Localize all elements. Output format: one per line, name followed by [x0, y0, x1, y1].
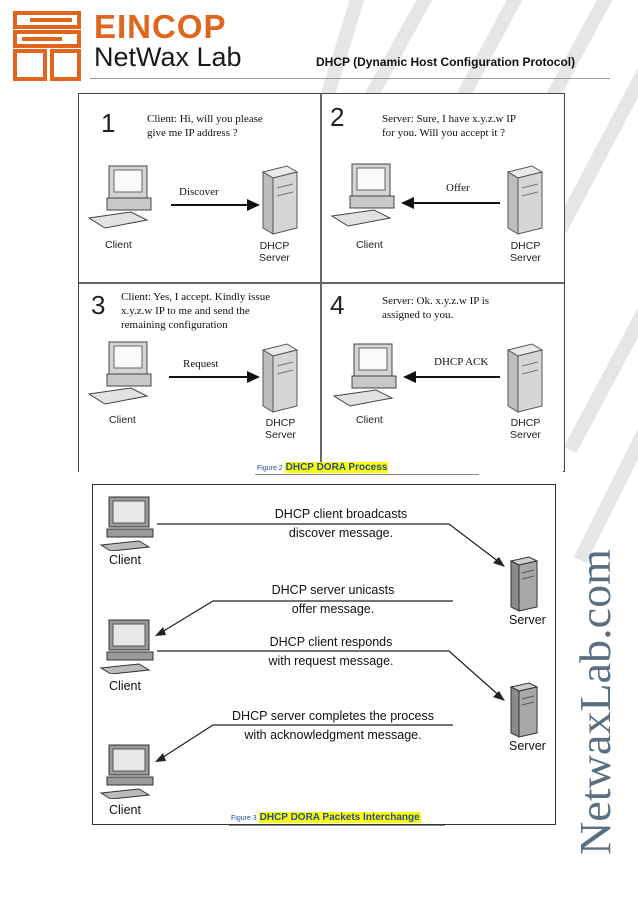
- message-discover: DHCP client broadcasts discover message.: [231, 505, 451, 543]
- client-computer-icon: [99, 496, 154, 551]
- caption-title: DHCP DORA Packets Interchange: [258, 812, 421, 823]
- client-computer-icon: [330, 163, 395, 227]
- client-computer-icon: [99, 744, 154, 799]
- message-line: discover message.: [288, 526, 394, 540]
- eincop-logo-icon: [13, 11, 81, 81]
- caption-rule: [229, 825, 445, 826]
- panel-dialog: Client: Yes, I accept. Kindly issue x.y.…: [121, 290, 270, 332]
- server-tower-icon: [509, 682, 539, 738]
- caption-prefix: Figure 3: [231, 815, 257, 822]
- server-label-line: Server: [265, 429, 296, 441]
- client-label: Client: [356, 239, 383, 251]
- server-label-line: DHCP: [510, 240, 541, 252]
- server-tower-icon: [509, 556, 539, 612]
- arrow-label: Offer: [446, 182, 470, 194]
- dialog-line: give me IP address ?: [147, 127, 238, 139]
- server-label: Server: [509, 613, 546, 627]
- figure-dora-process: 1 Client: Hi, will you please give me IP…: [78, 93, 565, 475]
- server-label-line: DHCP: [265, 417, 296, 429]
- panel-number: 4: [330, 290, 345, 320]
- dialog-line: x.y.z.w IP to me and send the: [121, 305, 250, 317]
- server-label-line: Server: [510, 252, 541, 264]
- panel-number: 1: [101, 108, 116, 138]
- dora-panel-request: 3 Client: Yes, I accept. Kindly issue x.…: [79, 284, 320, 472]
- watermark-text: NetwaxLab.com: [571, 549, 620, 855]
- message-line: DHCP server completes the process: [232, 709, 434, 723]
- dialog-line: Server: Sure, I have x.y.z.w IP: [382, 113, 516, 125]
- message-request: DHCP client responds with request messag…: [221, 633, 441, 671]
- caption-prefix: Figure 2: [257, 465, 283, 472]
- client-computer-icon: [99, 619, 154, 674]
- message-line: DHCP client responds: [269, 635, 393, 649]
- dialog-line: Server: Ok. x.y.z.w IP is: [382, 295, 490, 307]
- caption-title: DHCP DORA Process: [284, 462, 389, 473]
- dora-panel-ack: 4 Server: Ok. x.y.z.w IP is assigned to …: [322, 284, 563, 472]
- dialog-line: assigned to you.: [382, 309, 454, 321]
- arrow-label: Request: [183, 358, 219, 370]
- arrow-right: [169, 371, 260, 383]
- server-label: DHCP Server: [510, 240, 541, 264]
- message-arrows: [155, 523, 505, 762]
- server-label-line: Server: [510, 429, 541, 441]
- dialog-line: Client: Yes, I accept. Kindly issue: [121, 291, 271, 303]
- dhcp-server-icon: [261, 165, 299, 235]
- arrow-left: [403, 371, 500, 383]
- brand-subtitle: NetWax Lab: [94, 42, 242, 72]
- message-line: with acknowledgment message.: [244, 728, 422, 742]
- client-computer-icon: [332, 343, 397, 407]
- message-ack: DHCP server completes the process with a…: [213, 707, 453, 745]
- server-label: DHCP Server: [265, 417, 296, 441]
- message-line: offer message.: [291, 602, 375, 616]
- dhcp-server-icon: [506, 165, 544, 235]
- arrow-label: DHCP ACK: [434, 356, 489, 368]
- message-line: DHCP server unicasts: [271, 583, 395, 597]
- figure-dora-packets: Client Client Client Server Server: [92, 484, 556, 826]
- server-label-line: Server: [259, 252, 290, 264]
- client-computer-icon: [87, 341, 152, 405]
- panel-number: 3: [91, 290, 106, 320]
- panel-dialog: Client: Hi, will you please give me IP a…: [147, 112, 263, 140]
- server-label-line: DHCP: [510, 417, 541, 429]
- brand-name: EINCOP: [94, 8, 227, 45]
- arrow-left: [401, 197, 500, 209]
- server-label-line: DHCP: [259, 240, 290, 252]
- figure-caption: Figure 2 DHCP DORA Process: [257, 462, 389, 473]
- dialog-line: remaining configuration: [121, 319, 228, 331]
- panel-dialog: Server: Sure, I have x.y.z.w IP for you.…: [382, 112, 516, 140]
- figure-caption: Figure 3 DHCP DORA Packets Interchange: [231, 812, 421, 823]
- panel-number: 2: [330, 102, 345, 132]
- caption-rule: [255, 474, 479, 475]
- server-label: DHCP Server: [510, 417, 541, 441]
- dialog-line: for you. Will you accept it ?: [382, 127, 506, 139]
- message-line: DHCP client broadcasts: [274, 507, 408, 521]
- header-divider: [90, 78, 610, 79]
- dhcp-server-icon: [506, 343, 544, 413]
- arrow-label: Discover: [179, 186, 219, 198]
- client-label: Client: [109, 803, 141, 817]
- panel-dialog: Server: Ok. x.y.z.w IP is assigned to yo…: [382, 294, 489, 322]
- server-label: DHCP Server: [259, 240, 290, 264]
- dora-panel-discover: 1 Client: Hi, will you please give me IP…: [79, 94, 320, 282]
- client-label: Client: [109, 414, 136, 426]
- client-label: Client: [109, 679, 141, 693]
- client-label: Client: [105, 239, 132, 251]
- message-line: with request message.: [268, 654, 394, 668]
- client-label: Client: [109, 553, 141, 567]
- dialog-line: Client: Hi, will you please: [147, 113, 263, 125]
- site-watermark: NetwaxLab.com: [571, 549, 620, 855]
- dhcp-server-icon: [261, 343, 299, 413]
- document-title: DHCP (Dynamic Host Configuration Protoco…: [316, 55, 576, 69]
- arrow-right: [171, 199, 260, 211]
- message-offer: DHCP server unicasts offer message.: [223, 581, 443, 619]
- figure-grid-horizontal: [79, 282, 564, 284]
- client-label: Client: [356, 414, 383, 426]
- dora-panel-offer: 2 Server: Sure, I have x.y.z.w IP for yo…: [322, 94, 563, 282]
- client-computer-icon: [87, 165, 152, 229]
- server-label: Server: [509, 739, 546, 753]
